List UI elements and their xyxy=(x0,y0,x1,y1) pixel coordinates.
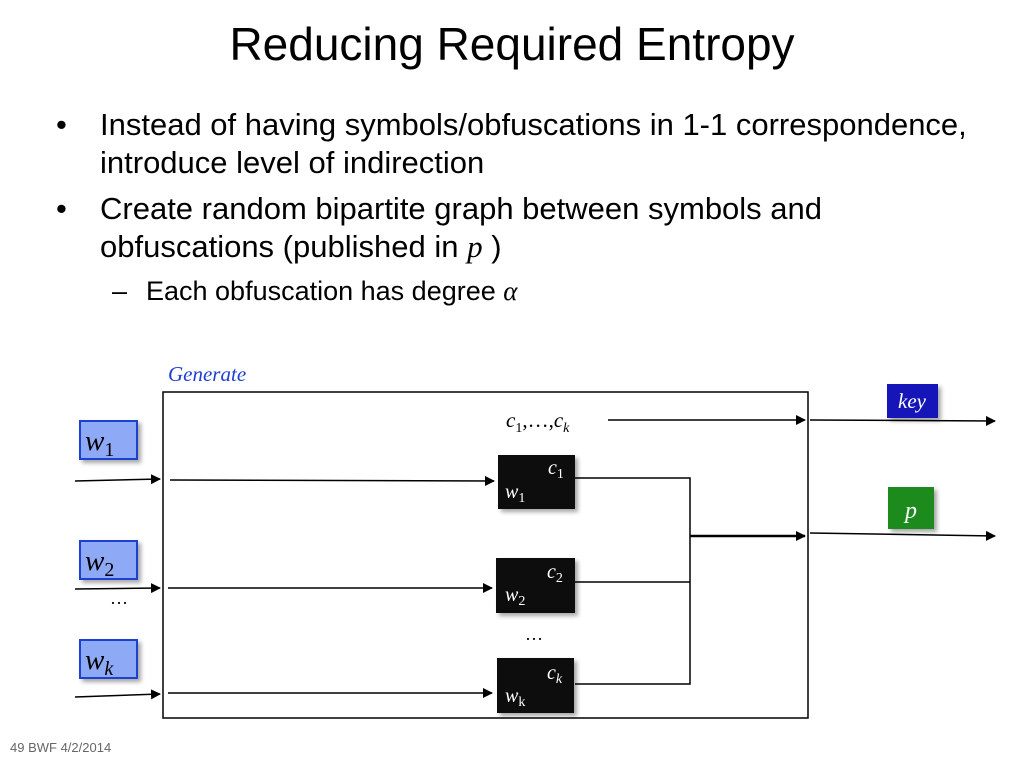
block-2-c: c2 xyxy=(547,561,563,586)
slide-title: Reducing Required Entropy xyxy=(229,18,795,70)
block-1-c: c1 xyxy=(548,457,564,482)
block-k-box xyxy=(497,658,574,713)
key-output-label: key xyxy=(898,389,927,413)
input-arrow-k-outer xyxy=(74,689,161,700)
p-output-box xyxy=(888,487,934,529)
input-w2: w2 xyxy=(79,540,138,581)
block-1-box xyxy=(498,455,575,509)
var-p: p xyxy=(467,229,483,264)
merge-bracket xyxy=(575,477,691,685)
inner-arrow-1 xyxy=(169,475,495,486)
key-output-box xyxy=(887,384,938,418)
block-2: c2 w2 xyxy=(496,558,575,613)
input-wk-box xyxy=(79,639,138,679)
bullet-dot: • xyxy=(56,191,67,226)
input-ellipsis: … xyxy=(110,588,128,608)
block-1: c1 w1 xyxy=(498,455,575,509)
key-range-label: c1,…,ck xyxy=(506,408,570,436)
input-w1-label: w1 xyxy=(85,425,114,461)
bullet-item-2: • Create random bipartite graph between … xyxy=(56,190,976,266)
block-2-w: w2 xyxy=(505,584,525,609)
input-w2-label: w2 xyxy=(85,545,114,581)
bullet-dot: • xyxy=(56,107,67,142)
block-2-box xyxy=(496,558,575,613)
generate-box xyxy=(162,391,809,719)
input-w1-box xyxy=(79,420,138,460)
bullet-text-2b: ) xyxy=(482,229,502,264)
slide-footer: 49 BWF 4/2/2014 xyxy=(10,740,112,755)
block-k-c: ck xyxy=(547,662,563,687)
merge-lines xyxy=(575,477,691,685)
block-k-w: wk xyxy=(505,685,525,710)
input-arrow-1-outer xyxy=(74,474,161,485)
sub-bullet-dash: – xyxy=(112,276,128,306)
input-wk: wk xyxy=(79,639,138,680)
block-k: ck wk xyxy=(497,658,574,713)
input-w1: w1 xyxy=(79,420,138,461)
bullet-text-2a: Create random bipartite graph between sy… xyxy=(100,191,823,264)
input-arrow-2-outer xyxy=(74,583,161,594)
bullet-item-1: • Instead of having symbols/obfuscations… xyxy=(56,106,976,182)
input-w2-box xyxy=(79,540,138,580)
generate-label: Generate xyxy=(168,362,246,386)
block-ellipsis: … xyxy=(525,624,543,644)
bullet-text-1: Instead of having symbols/obfuscations i… xyxy=(100,107,967,180)
input-wk-label: wk xyxy=(85,644,114,680)
bullet-list: • Instead of having symbols/obfuscations… xyxy=(56,106,976,308)
sub-bullet-text: Each obfuscation has degree xyxy=(146,276,504,306)
key-output-arrow xyxy=(809,415,996,426)
p-output-label: p xyxy=(903,498,917,524)
var-alpha: α xyxy=(503,276,518,306)
sub-bullet-item: – Each obfuscation has degree α xyxy=(56,274,976,308)
block-1-w: w1 xyxy=(505,481,525,506)
p-output-arrow xyxy=(809,530,996,541)
